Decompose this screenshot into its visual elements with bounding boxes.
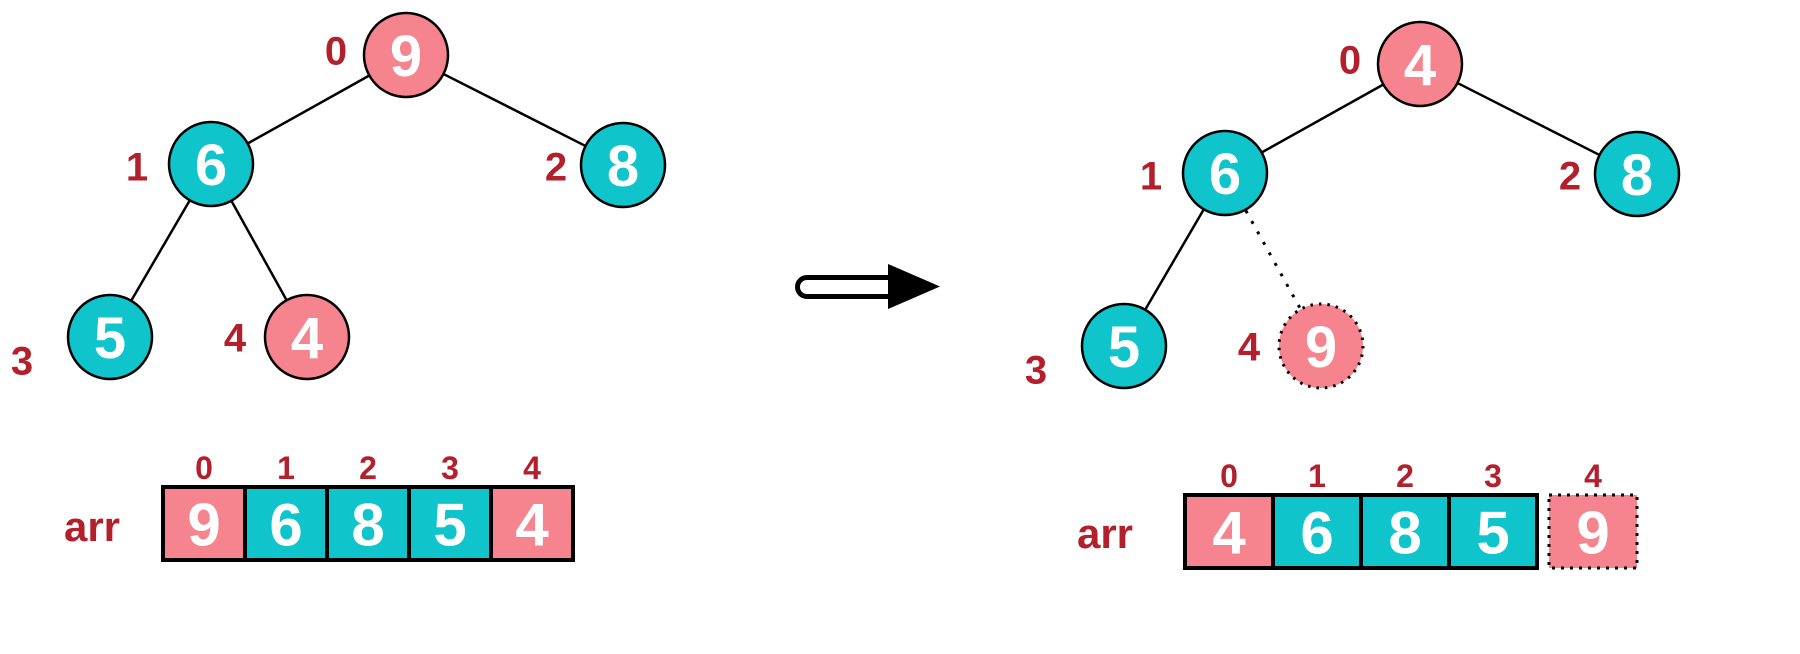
node-index-label: 0 xyxy=(1339,38,1361,82)
cell-value: 8 xyxy=(351,492,384,559)
tree-node-5: 53 xyxy=(11,293,154,383)
node-value: 6 xyxy=(1209,142,1241,207)
tree-edge xyxy=(130,200,191,301)
cell-index-label: 4 xyxy=(1584,458,1602,494)
cell-box xyxy=(489,485,575,562)
cell-index-label: 1 xyxy=(1308,458,1326,494)
cell-box xyxy=(243,485,329,562)
node-circle xyxy=(579,121,667,209)
cell-index-label: 4 xyxy=(523,450,541,486)
node-index-label: 0 xyxy=(325,29,347,73)
node-index-label: 2 xyxy=(545,145,567,189)
array-cell-1: 61 xyxy=(1271,458,1363,570)
node-index-label: 3 xyxy=(11,339,33,383)
tree-edge xyxy=(1457,82,1600,156)
array-cell-4: 94 xyxy=(1547,458,1639,570)
tree-node-8: 82 xyxy=(545,121,667,209)
node-circle xyxy=(1593,130,1681,218)
cell-index-label: 2 xyxy=(359,450,377,486)
tree-node-4: 40 xyxy=(1339,20,1464,108)
cell-index-label: 2 xyxy=(1396,458,1414,494)
node-value: 6 xyxy=(195,133,227,198)
node-index-label: 3 xyxy=(1025,348,1047,392)
tree-node-9: 94 xyxy=(1238,302,1365,390)
cell-box xyxy=(325,485,411,562)
node-value: 8 xyxy=(607,134,639,199)
node-value: 9 xyxy=(390,24,422,89)
node-value: 8 xyxy=(1621,143,1653,208)
tree-edge xyxy=(443,73,586,147)
node-circle xyxy=(362,11,450,99)
tree-node-5: 53 xyxy=(1025,302,1168,392)
node-index-label: 1 xyxy=(1140,154,1162,198)
array-cell-4: 44 xyxy=(489,450,575,562)
cell-index-label: 3 xyxy=(441,450,459,486)
node-circle xyxy=(263,293,351,381)
array-cell-0: 90 xyxy=(161,450,247,562)
cell-value: 8 xyxy=(1388,500,1421,567)
node-index-label: 1 xyxy=(126,145,148,189)
node-value: 5 xyxy=(1108,315,1140,380)
arrow-head xyxy=(888,264,940,309)
array-cell-3: 53 xyxy=(1447,458,1539,570)
transform-arrow xyxy=(795,264,940,309)
cell-box xyxy=(407,485,493,562)
node-index-label: 4 xyxy=(224,316,247,360)
tree-node-9: 90 xyxy=(325,11,450,99)
array-cell-0: 40 xyxy=(1183,458,1275,570)
tree-edge-dotted xyxy=(1244,209,1302,310)
node-index-label: 4 xyxy=(1238,325,1261,369)
cell-box xyxy=(1447,493,1539,570)
cell-index-label: 3 xyxy=(1484,458,1502,494)
node-circle xyxy=(167,120,255,208)
array-cell-2: 82 xyxy=(325,450,411,562)
tree-edge xyxy=(230,200,288,301)
cell-value: 4 xyxy=(1212,500,1246,567)
node-circle xyxy=(66,293,154,381)
tree-edge xyxy=(1261,83,1384,154)
cell-value: 5 xyxy=(1476,500,1509,567)
node-circle xyxy=(1181,129,1269,217)
cell-box-dotted xyxy=(1547,493,1639,570)
tree-node-6: 61 xyxy=(126,120,255,208)
cell-index-label: 0 xyxy=(1220,458,1238,494)
node-value: 4 xyxy=(1404,33,1436,98)
cell-index-label: 0 xyxy=(195,450,213,486)
cell-value: 4 xyxy=(515,492,549,559)
node-circle xyxy=(1080,302,1168,390)
node-value: 5 xyxy=(94,306,126,371)
array-name-label: arr xyxy=(1077,510,1133,557)
array-name-label: arr xyxy=(64,503,120,550)
node-index-label: 2 xyxy=(1559,154,1581,198)
cell-index-label: 1 xyxy=(277,450,295,486)
cell-value: 6 xyxy=(269,492,302,559)
tree-node-8: 82 xyxy=(1559,130,1681,218)
node-value: 4 xyxy=(291,306,323,371)
array-cell-2: 82 xyxy=(1359,458,1451,570)
cell-value: 6 xyxy=(1300,500,1333,567)
tree-node-4: 44 xyxy=(224,293,351,381)
node-circle xyxy=(1376,20,1464,108)
cell-value: 9 xyxy=(1576,500,1609,567)
arrow-body xyxy=(795,275,891,299)
tree-edge xyxy=(247,74,370,145)
tree-node-6: 61 xyxy=(1140,129,1269,217)
cell-value: 5 xyxy=(433,492,466,559)
array-cell-3: 53 xyxy=(407,450,493,562)
node-value: 9 xyxy=(1305,315,1337,380)
node-circle-dotted xyxy=(1277,302,1365,390)
cell-value: 9 xyxy=(187,492,220,559)
array-cell-1: 61 xyxy=(243,450,329,562)
tree-edge xyxy=(1144,209,1205,310)
